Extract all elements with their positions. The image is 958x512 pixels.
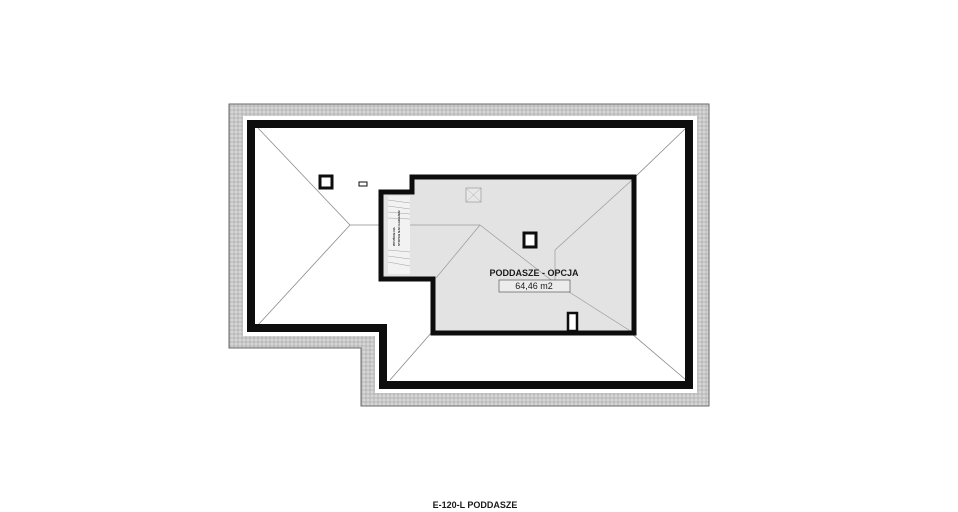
chimney-center — [522, 231, 538, 249]
stair-note-line1: WYJŚCIE NA — [391, 226, 396, 246]
room-area-value: 64,46 m2 — [515, 281, 553, 291]
chimney-bottom — [566, 311, 579, 333]
outer-wall — [247, 120, 693, 389]
attic-room-wall — [378, 174, 637, 336]
staircase: WYJŚCIE NA STRYCH NAD GARAŻEM — [387, 196, 411, 274]
skylight — [465, 187, 482, 203]
room-name-label: PODDASZE - OPCJA — [489, 268, 579, 278]
attic-room-area — [381, 177, 634, 333]
attic-ridge-lines — [400, 179, 633, 333]
vent-small — [358, 181, 368, 187]
room-area-box — [498, 279, 571, 293]
stair-note-line2: STRYCH NAD GARAŻEM — [396, 210, 401, 246]
drawing-caption: E-120-L PODDASZE — [433, 500, 518, 510]
chimney-left — [318, 174, 334, 190]
